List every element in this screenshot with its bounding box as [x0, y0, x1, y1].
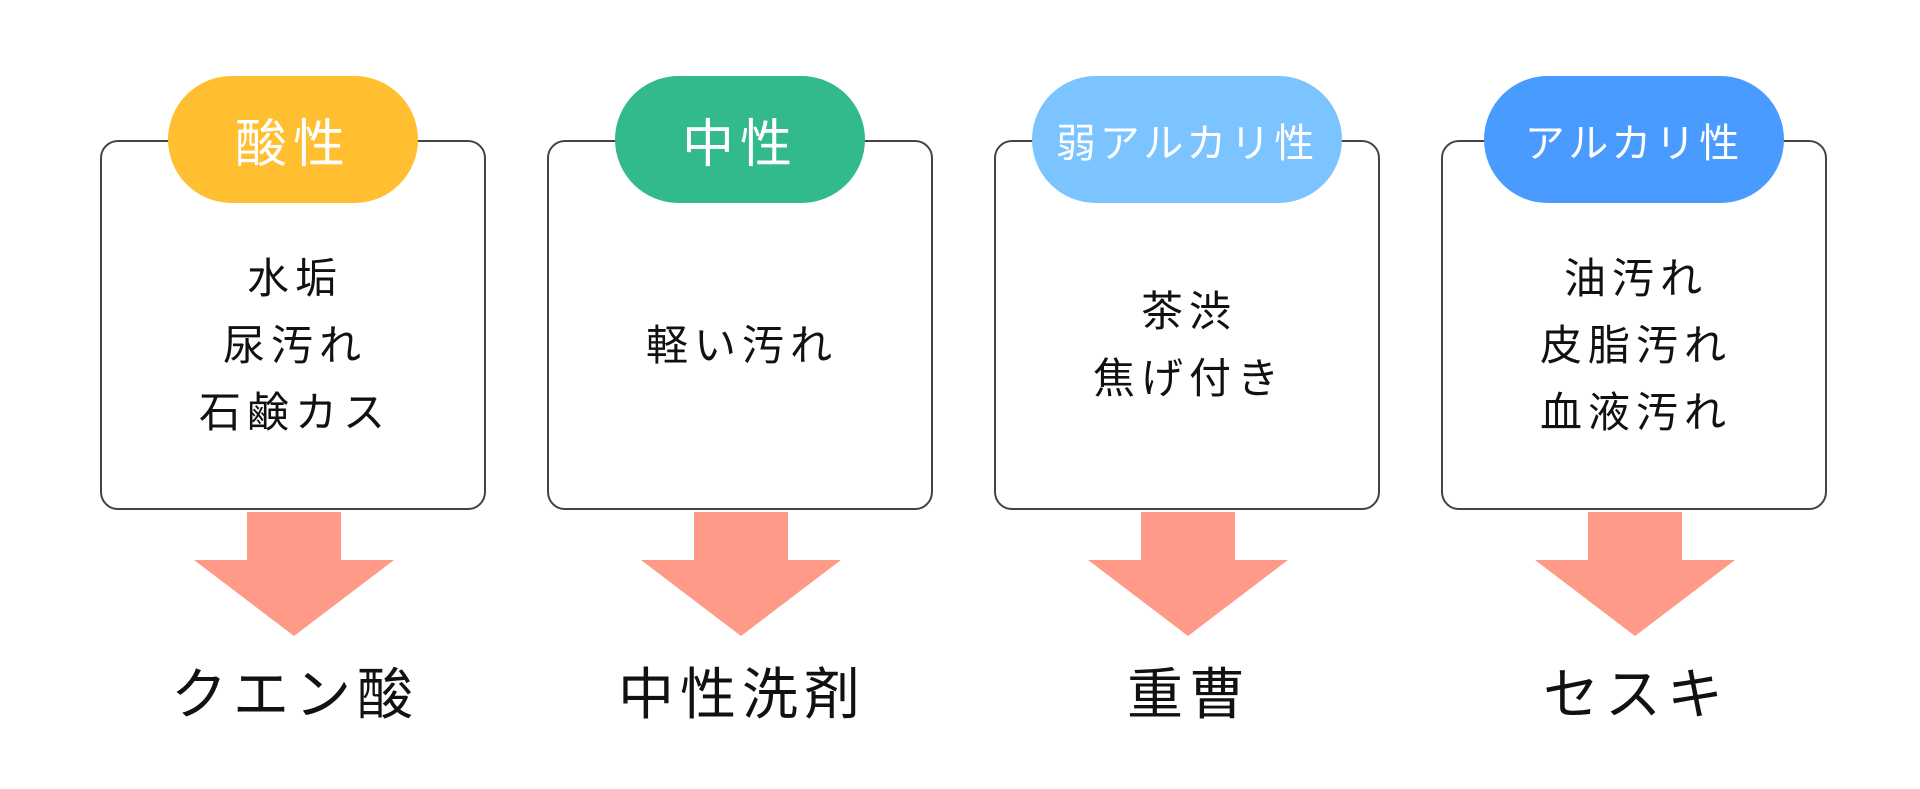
acid-dirt-item: 水垢: [246, 253, 343, 303]
weak-alkaline-badge: 弱アルカリ性: [1032, 76, 1342, 203]
acid-cleaner-label: クエン酸: [171, 663, 419, 728]
alkaline-down-arrow: [1535, 512, 1735, 636]
neutral-badge: 中性: [615, 76, 865, 203]
neutral-cleaner-label: 中性洗剤: [618, 663, 866, 728]
neutral-dirt-item: 軽い汚れ: [645, 320, 838, 370]
acid-dirt-item: 尿汚れ: [222, 320, 367, 370]
acid-down-arrow: [194, 512, 394, 636]
neutral-down-arrow: [641, 512, 841, 636]
acid-column: 酸性 水垢 尿汚れ 石鹸カス クエン酸: [100, 0, 490, 789]
acid-dirt-item: 石鹸カス: [198, 387, 391, 437]
acid-badge: 酸性: [168, 76, 418, 203]
alkaline-dirt-item: 皮脂汚れ: [1539, 320, 1732, 370]
alkaline-dirt-item: 血液汚れ: [1539, 387, 1732, 437]
alkaline-dirt-list: 油汚れ 皮脂汚れ 血液汚れ: [1441, 235, 1831, 455]
weak-alkaline-dirt-list: 茶渋 焦げ付き: [994, 235, 1384, 455]
neutral-dirt-list: 軽い汚れ: [547, 235, 937, 455]
alkaline-column: アルカリ性 油汚れ 皮脂汚れ 血液汚れ セスキ: [1441, 0, 1831, 789]
weak-alkaline-dirt-item: 茶渋: [1140, 287, 1237, 336]
alkaline-dirt-item: 油汚れ: [1563, 253, 1708, 303]
acid-dirt-list: 水垢 尿汚れ 石鹸カス: [100, 235, 490, 455]
weak-alkaline-column: 弱アルカリ性 茶渋 焦げ付き 重曹: [994, 0, 1384, 789]
alkaline-badge: アルカリ性: [1484, 76, 1784, 203]
alkaline-cleaner-label: セスキ: [1543, 663, 1729, 728]
neutral-column: 中性 軽い汚れ 中性洗剤: [547, 0, 937, 789]
weak-alkaline-down-arrow: [1088, 512, 1288, 636]
weak-alkaline-dirt-item: 焦げ付き: [1092, 354, 1285, 403]
weak-alkaline-cleaner-label: 重曹: [1127, 663, 1251, 728]
